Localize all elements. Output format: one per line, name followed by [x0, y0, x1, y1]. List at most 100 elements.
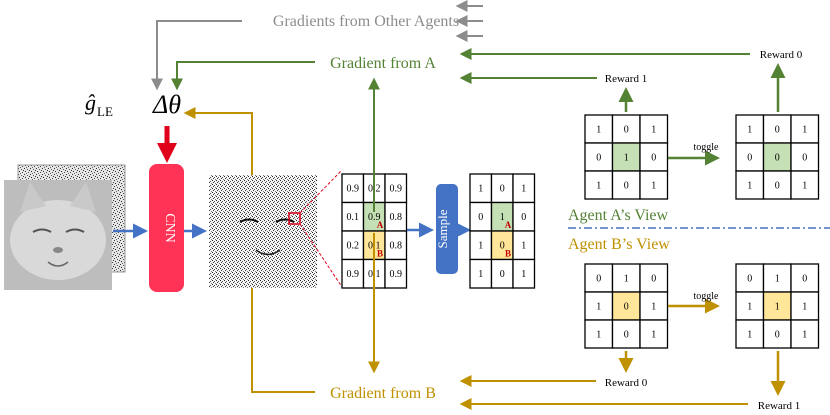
grid-cell-value: 0.1: [347, 212, 360, 223]
gradients-other-label: Gradients from Other Agents: [273, 13, 459, 30]
grid-cell: [584, 142, 614, 172]
cnn-block: CNN: [149, 164, 184, 292]
other-agents-arrows: [455, 0, 483, 42]
grid-cell-value: 1: [775, 301, 780, 312]
grid-cell-value: 0: [500, 241, 505, 252]
zoom-line-bottom: [299, 223, 343, 288]
grid-cell-value: 0: [478, 212, 483, 223]
grid-cell: [611, 142, 641, 172]
g-hat: ĝ: [85, 90, 96, 115]
grid-cell-value: 1: [802, 301, 807, 312]
grid-cell: [735, 319, 765, 349]
grid-cell-value: 0: [624, 124, 629, 135]
grid-cell: [611, 319, 641, 349]
grid-cell-value: 1: [775, 273, 780, 284]
grid-cell-value: 0.9: [368, 212, 381, 223]
agent-marker-b: B: [377, 249, 383, 259]
probability-grid: 0.90.20.90.10.9A0.80.20.1B0.80.90.10.9: [341, 173, 408, 289]
grid-cell: [735, 142, 765, 172]
grid-cell-value: 0: [651, 152, 656, 163]
grid-cell-value: 0: [596, 152, 601, 163]
grid-cell-value: 0.9: [390, 184, 403, 195]
grid-cell-value: 1: [747, 180, 752, 191]
grid-cell-value: 0: [747, 152, 752, 163]
grid-cell: [762, 291, 792, 321]
agent-b-view-label: Agent B’s View: [568, 236, 670, 253]
agent-a-reward-after: Reward 0: [760, 49, 803, 61]
grid-cell: [512, 258, 536, 289]
grid-cell-value: 0: [775, 124, 780, 135]
grid-cell: [735, 263, 765, 293]
gold-gradient-up-path: [183, 107, 253, 175]
agent-a-toggle-label: toggle: [694, 142, 720, 153]
grid-cell-value: 1: [478, 241, 483, 252]
grid-cell: [790, 319, 820, 349]
grid-cell: [790, 170, 820, 200]
grid-cell-value: 1: [521, 184, 526, 195]
grid-cell-value: 0: [624, 329, 629, 340]
agent-b-reward-after: Reward 1: [758, 400, 800, 412]
sample-block: Sample: [435, 184, 458, 274]
grid-cell-value: 1: [596, 180, 601, 191]
grid-cell-value: 0.8: [390, 241, 403, 252]
grid-cell-value: 0: [651, 273, 656, 284]
grid-cell-value: 1: [596, 124, 601, 135]
agent-marker-a: A: [505, 220, 512, 230]
grid-cell-value: 0: [521, 212, 526, 223]
grid-cell-value: 1: [747, 124, 752, 135]
grid-cell-value: 0: [624, 180, 629, 191]
agent-a-view-label: Agent A’s View: [568, 207, 669, 224]
grid-cell-value: 1: [651, 180, 656, 191]
sample-label: Sample: [435, 209, 450, 248]
grid-cell-value: 0: [775, 329, 780, 340]
grid-cell-value: 1: [596, 301, 601, 312]
grid-cell-value: 0: [624, 301, 629, 312]
gray-gradient-path: [151, 20, 242, 91]
green-gradient-path: [171, 61, 315, 91]
grid-cell-value: 1: [521, 241, 526, 252]
grid-cell-value: 0: [500, 184, 505, 195]
grid-cell-value: 1: [651, 301, 656, 312]
gradient-from-b-label: Gradient from B: [330, 385, 436, 402]
grid-cell: [584, 319, 614, 349]
grid-cell-value: 0: [747, 273, 752, 284]
grid-cell: [584, 291, 614, 321]
grid-cell-value: 0.9: [347, 184, 360, 195]
grid-cell-value: 0.2: [347, 241, 360, 252]
agent-b-reward-before: Reward 0: [605, 377, 648, 389]
grid-cell-value: 0.9: [347, 269, 360, 280]
input-image-stack: [4, 164, 126, 290]
grid-cell-value: 0: [802, 152, 807, 163]
grid-cell-value: 1: [624, 152, 629, 163]
grid-cell-value: 0.9: [390, 269, 403, 280]
cat-face-image: [10, 182, 106, 280]
grid-cell-value: 0: [802, 273, 807, 284]
grid-cell: [639, 291, 669, 321]
grid-cell-value: 0: [775, 152, 780, 163]
grid-cell: [790, 114, 820, 144]
grid-cell-value: 1: [651, 329, 656, 340]
grid-cell: [639, 263, 669, 293]
grid-cell: [639, 170, 669, 200]
grid-cell-value: 0.8: [390, 212, 403, 223]
gradient-from-a-label: Gradient from A: [330, 55, 436, 72]
zoom-line-top: [299, 169, 343, 214]
grid-cell: [735, 291, 765, 321]
grid-cell-value: 1: [521, 269, 526, 280]
grid-cell-value: 1: [747, 301, 752, 312]
zoom-box: [288, 212, 301, 225]
g-le-subscript: LE: [97, 104, 113, 119]
grid-cell-value: 1: [802, 329, 807, 340]
grid-cell: [584, 170, 614, 200]
agent-b-toggle-label: toggle: [694, 291, 720, 302]
grid-cell-value: 1: [478, 269, 483, 280]
grid-cell-value: 1: [651, 124, 656, 135]
grid-cell: [762, 114, 792, 144]
agent-a-reward-before: Reward 1: [605, 73, 647, 85]
grid-cell: [790, 263, 820, 293]
grid-cell-value: 0: [596, 273, 601, 284]
grid-cell: [384, 258, 408, 289]
grid-cell-value: 1: [802, 180, 807, 191]
